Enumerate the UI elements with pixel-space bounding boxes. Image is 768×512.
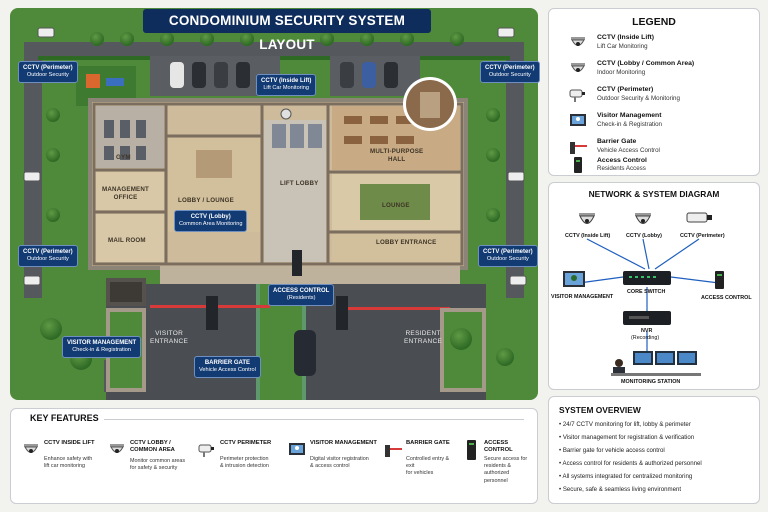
tree <box>120 32 134 46</box>
tree <box>90 32 104 46</box>
overview-item: • All systems integrated for centralized… <box>559 473 693 480</box>
legend-item: CCTV (Inside Lift) Lift Car Monitoring <box>569 33 749 57</box>
bullet-camera-icon <box>569 89 585 102</box>
tag-access-control: ACCESS CONTROL(Residents) <box>268 284 335 307</box>
page-title: CONDOMINIUM SECURITY SYSTEM LAYOUT <box>143 9 431 52</box>
tree <box>486 148 500 162</box>
tree <box>450 328 472 350</box>
network-label-visitor-management: VISITOR MANAGEMENT <box>551 294 614 300</box>
visitor-kiosk-icon <box>289 443 305 455</box>
tree <box>200 32 214 46</box>
legend-panel: LEGEND CCTV (Inside Lift) Lift Car Monit… <box>548 8 760 176</box>
tree <box>360 32 374 46</box>
network-label-nvr-recording: (Recording) <box>631 335 660 341</box>
card-reader-icon <box>574 157 582 173</box>
road-label-resident-entrance: RESIDENT ENTRANCE <box>404 330 443 345</box>
dome-camera-icon <box>635 213 651 224</box>
legend-item: CCTV (Perimeter) Outdoor Security & Moni… <box>569 85 749 109</box>
tree <box>320 32 334 46</box>
network-label-cctv-inside-lift: CCTV (Inside Lift) <box>565 233 611 239</box>
barrier-gate-icon <box>570 142 587 154</box>
visitor-kiosk-icon <box>570 114 586 126</box>
feature-access-control: ACCESS CONTROL Secure access for residen… <box>462 440 534 500</box>
system-overview-title: SYSTEM OVERVIEW <box>559 405 641 415</box>
key-features-divider <box>104 419 524 420</box>
room-label-lift-lobby: LIFT LOBBY <box>280 180 319 187</box>
overview-item: • Barrier gate for vehicle access contro… <box>559 447 665 454</box>
room-label-gym: GYM <box>116 154 131 161</box>
key-features-panel <box>10 408 538 504</box>
tree <box>486 208 500 222</box>
overview-item: • Secure, safe & seamless living environ… <box>559 486 682 493</box>
dome-camera-icon <box>571 63 585 72</box>
site-plan-graphic <box>23 27 527 400</box>
room-label-lounge: LOUNGE <box>382 202 410 209</box>
legend-item: CCTV (Lobby / Common Area) Indoor Monito… <box>569 59 749 83</box>
room-label-management-office: MANAGEMENT OFFICE <box>102 186 150 201</box>
tag-cctv-perimeter-top-left: CCTV (Perimeter)Outdoor Security <box>18 61 78 84</box>
tag-cctv-perimeter-top-right: CCTV (Perimeter)Outdoor Security <box>480 61 540 84</box>
nvr-icon <box>623 311 671 325</box>
network-label-access-control: ACCESS CONTROL <box>701 295 752 301</box>
tree <box>40 318 62 340</box>
site-plan: GYM MANAGEMENT OFFICE LOBBY / LOUNGE MAI… <box>10 8 538 400</box>
dome-camera-icon <box>579 213 595 224</box>
tag-cctv-inside-lift: CCTV (Inside Lift)Lift Car Monitoring <box>256 74 317 97</box>
core-switch-icon <box>623 271 671 285</box>
legend-item: Barrier Gate Vehicle Access Control <box>569 137 749 161</box>
network-label-monitoring-station: MONITORING STATION <box>621 379 681 385</box>
overview-item: • Visitor management for registration & … <box>559 434 695 441</box>
road-label-visitor-entrance: VISITOR ENTRANCE <box>150 330 189 345</box>
feature-barrier-gate: BARRIER GATE Controlled entry & exit for… <box>384 440 458 500</box>
tree <box>240 32 254 46</box>
dome-camera-icon <box>571 37 585 46</box>
tag-cctv-perimeter-mid-right: CCTV (Perimeter)Outdoor Security <box>478 245 538 268</box>
feature-cctv-lobby: CCTV LOBBY / COMMON AREA Monitor common … <box>108 440 192 500</box>
dome-camera-icon <box>110 444 124 453</box>
bullet-camera-icon <box>198 444 214 457</box>
overview-item: • 24/7 CCTV monitoring for lift, lobby &… <box>559 421 691 428</box>
bullet-camera-icon <box>686 212 712 223</box>
feature-visitor-management: VISITOR MANAGEMENT Digital visitor regis… <box>288 440 380 500</box>
network-diagram-title: NETWORK & SYSTEM DIAGRAM <box>588 189 720 199</box>
tree <box>400 32 414 46</box>
room-label-mail-room: MAIL ROOM <box>108 237 146 244</box>
feature-cctv-perimeter: CCTV PERIMETER Perimeter protection & in… <box>198 440 282 500</box>
tree <box>46 148 60 162</box>
tree <box>46 108 60 122</box>
tree <box>46 208 60 222</box>
tree <box>486 108 500 122</box>
system-overview-panel: SYSTEM OVERVIEW • 24/7 CCTV monitoring f… <box>548 396 760 504</box>
monitoring-station-icon <box>611 351 701 376</box>
room-label-lobby-lounge: LOBBY / LOUNGE <box>178 197 234 204</box>
tree <box>496 348 514 366</box>
card-reader-icon <box>467 440 476 460</box>
visitor-kiosk-icon <box>563 271 585 287</box>
tag-cctv-perimeter-mid-left: CCTV (Perimeter)Outdoor Security <box>18 245 78 268</box>
tree <box>160 32 174 46</box>
network-diagram-panel: NETWORK & SYSTEM DIAGRAM <box>548 182 760 390</box>
room-label-multipurpose-hall: MULTI-PURPOSE HALL <box>370 148 424 163</box>
network-label-core-switch: CORE SWITCH <box>627 289 666 295</box>
legend-title: LEGEND <box>632 16 676 28</box>
network-label-cctv-lobby: CCTV (Lobby) <box>626 233 662 239</box>
network-label-cctv-perimeter: CCTV (Perimeter) <box>680 233 725 239</box>
tree <box>450 32 464 46</box>
dome-camera-icon <box>24 444 38 453</box>
legend-item: Visitor Management Check-in & Registrati… <box>569 111 749 135</box>
legend-item: Access Control Residents Access <box>569 157 749 175</box>
feature-cctv-inside-lift: CCTV INSIDE LIFT Enhance safety with lif… <box>22 440 102 500</box>
tag-cctv-lobby: CCTV (Lobby)Common Area Monitoring <box>174 210 248 233</box>
network-label-nvr: NVR <box>641 328 653 334</box>
room-label-lobby-entrance: LOBBY ENTRANCE <box>376 239 437 246</box>
overview-item: • Access control for residents & authori… <box>559 460 702 467</box>
barrier-gate-icon <box>385 445 402 457</box>
card-reader-icon <box>715 271 724 289</box>
key-features-title: KEY FEATURES <box>30 413 99 423</box>
network-diagram-graphic <box>563 212 724 376</box>
